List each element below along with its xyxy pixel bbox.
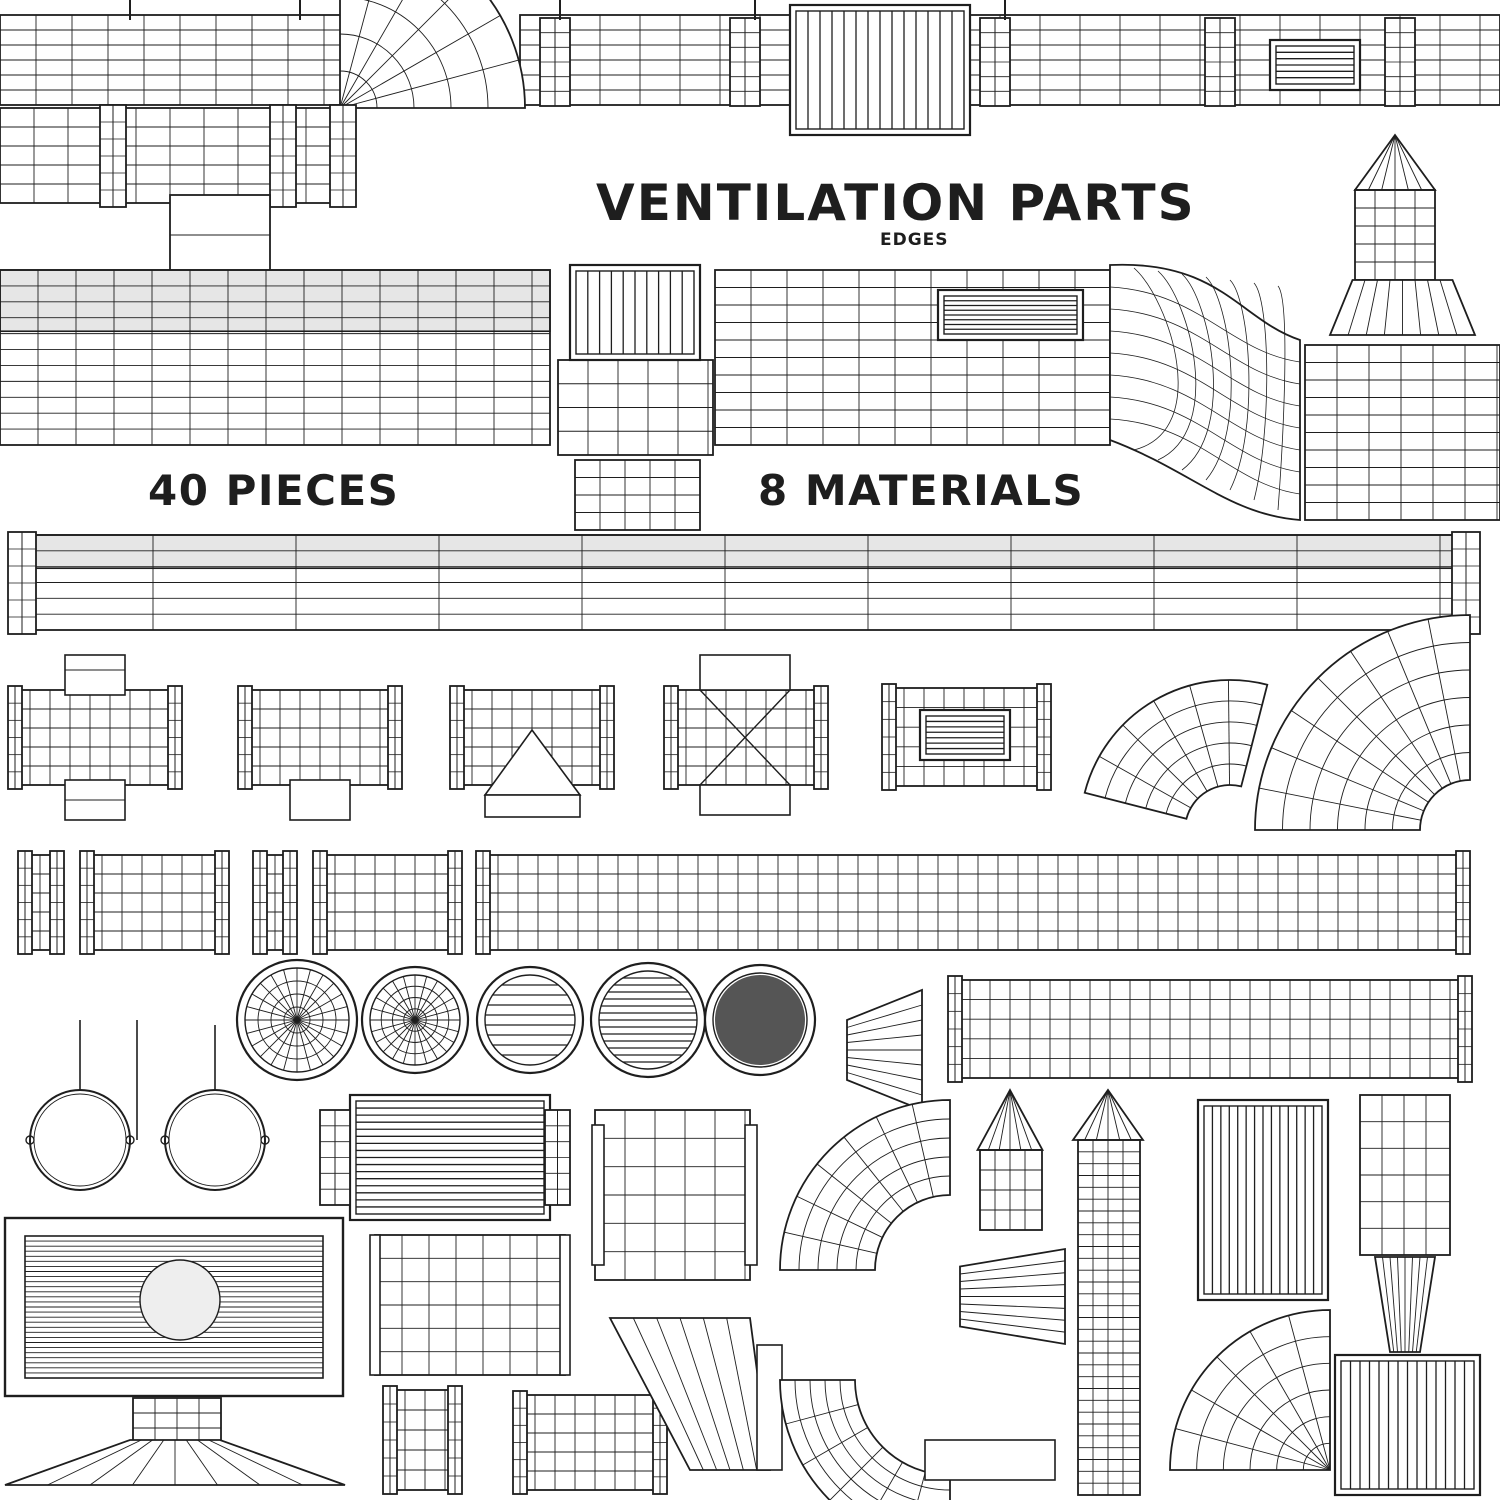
cap-vent-body <box>979 1149 1043 1231</box>
coupler-short <box>17 850 65 955</box>
big-s-elbow-lower <box>779 1379 951 1500</box>
tee-fitting <box>237 685 403 790</box>
short-round-b <box>512 1390 668 1495</box>
x-braces <box>699 654 791 816</box>
cap-radial-1 <box>235 958 359 1082</box>
top-flange-3 <box>729 17 761 107</box>
grille-section <box>881 683 1052 791</box>
stack-reducer <box>1373 1256 1437 1353</box>
top-flange-6 <box>1384 17 1416 107</box>
tee-branch <box>289 779 351 821</box>
s-elbow-outlet <box>924 1439 1056 1481</box>
reducer-cone <box>846 988 923 1112</box>
large-diffuser <box>3 1216 345 1398</box>
duct-long-2 <box>947 975 1473 1083</box>
short-round-a <box>382 1385 463 1495</box>
sheet-title: VENTILATION PARTS <box>596 174 1196 232</box>
riser-duct <box>557 359 714 456</box>
long-duct-end-left <box>7 531 37 635</box>
top-flange-4 <box>979 17 1011 107</box>
y-branch <box>483 728 582 818</box>
roof-cap-top <box>1353 133 1437 191</box>
supply-box-ends <box>319 1109 571 1206</box>
roof-hood <box>1328 279 1477 336</box>
hanger-clamp-1 <box>25 1020 135 1191</box>
hood-stack <box>1359 1094 1451 1256</box>
stack-cap-tall <box>1071 1088 1145 1141</box>
right-duct <box>1304 344 1500 521</box>
final-grille <box>1333 1353 1482 1497</box>
square-duct-frame <box>591 1124 758 1266</box>
wall-grille <box>936 288 1085 342</box>
sheet-subtitle: EDGES <box>880 230 949 250</box>
duct-short-a <box>79 850 230 955</box>
elbow-90 <box>1254 614 1471 831</box>
pieces-count: 40 PIECES <box>148 466 400 515</box>
mid-flange-3 <box>329 104 357 208</box>
top-grille-small <box>1268 38 1362 92</box>
square-duct <box>594 1109 751 1281</box>
coupler-b <box>252 850 298 955</box>
big-s-elbow-upper <box>779 1099 951 1271</box>
stack-tall <box>1077 1139 1141 1496</box>
diffuser-hood <box>4 1439 346 1486</box>
panel-duct <box>374 1234 566 1376</box>
panel-duct-flanges <box>369 1234 571 1376</box>
s-offset-duct <box>1109 263 1301 521</box>
cross-branch-bottom <box>64 779 126 821</box>
cap-louvre-fine <box>589 961 707 1079</box>
roof-stack <box>1354 189 1436 281</box>
grille-section-vent <box>918 708 1012 762</box>
reducer-small <box>959 1247 1066 1346</box>
mid-flange-1 <box>99 104 127 208</box>
duct-short-b <box>312 850 463 955</box>
top-grille-large <box>788 3 972 137</box>
hanger-clamp-2 <box>160 1025 270 1191</box>
cap-vent-small <box>975 1088 1045 1151</box>
upper-elbow <box>339 0 526 109</box>
supply-box <box>348 1093 552 1222</box>
cap-louvre <box>475 965 585 1075</box>
materials-count: 8 MATERIALS <box>758 466 1085 515</box>
cap-radial-2 <box>360 965 470 1075</box>
elbow-45 <box>1083 679 1269 820</box>
cross-fitting <box>7 685 183 790</box>
cross-branch-top <box>64 654 126 696</box>
cap-mesh <box>703 963 817 1077</box>
boot-grille <box>1196 1098 1330 1302</box>
tee-riser <box>169 194 271 276</box>
diffuser-neck <box>132 1397 222 1444</box>
grille-boot <box>568 263 702 362</box>
top-flange-5 <box>1204 17 1236 107</box>
mid-flange-2 <box>269 104 297 208</box>
long-duct-a <box>0 269 551 446</box>
boot-elbow <box>1169 1309 1331 1471</box>
transition-boot <box>608 1317 783 1471</box>
long-straight-duct <box>9 534 1476 631</box>
boot-lower <box>574 459 701 531</box>
top-flange-2 <box>539 17 571 107</box>
duct-long <box>475 850 1471 955</box>
x-cross-fitting <box>663 685 829 790</box>
